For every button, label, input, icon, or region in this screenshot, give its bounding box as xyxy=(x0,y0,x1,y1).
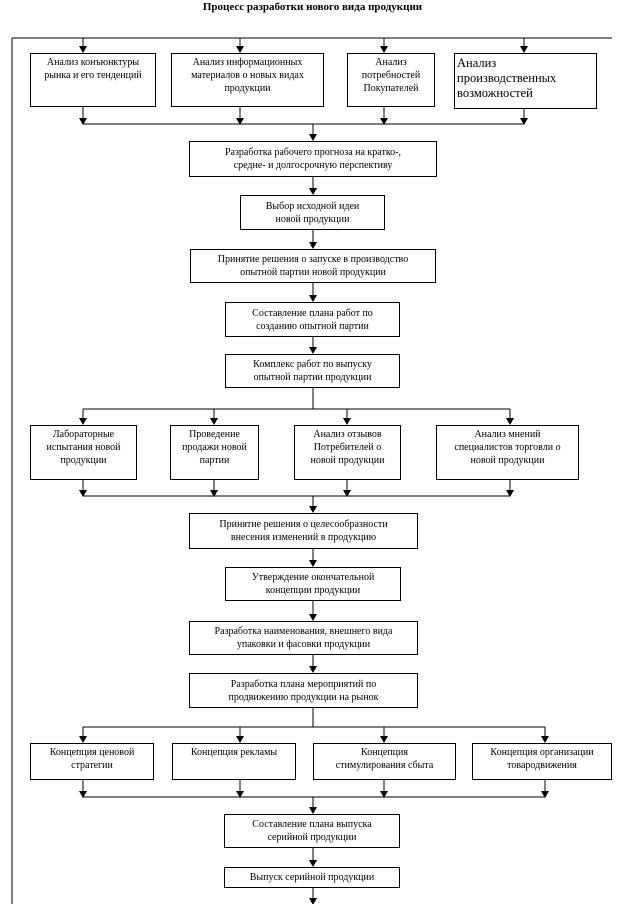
box-consumer-feedback: Анализ отзывов Потребителей о новой прод… xyxy=(294,425,401,480)
box-promotion-plan: Разработка плана мероприятий по продвиже… xyxy=(189,673,418,708)
box-price-concept: Концепция ценовой стратегии xyxy=(30,743,154,780)
box-complex: Комплекс работ по выпуску опытной партии… xyxy=(225,354,400,388)
box-trade-opinions: Анализ мнений специалистов торговли о но… xyxy=(436,425,579,480)
box-ad-concept: Концепция рекламы xyxy=(172,743,296,780)
box-analysis-conjuncture: Анализ конъюнктуры рынка и его тенденций xyxy=(30,53,156,107)
box-final-concept: Утверждение окончательной концепции прод… xyxy=(225,567,401,601)
box-analysis-production: Анализ производственных возможностей xyxy=(454,53,597,109)
box-sales-promo-concept: Концепция стимулирования сбыта xyxy=(313,743,456,780)
box-launch-decision: Принятие решения о запуске в производств… xyxy=(190,249,436,283)
box-naming-packaging: Разработка наименования, внешнего вида у… xyxy=(189,621,418,655)
diagram-title: Процесс разработки нового вида продукции xyxy=(202,1,423,13)
box-trial-sales: Проведение продажи новой партии xyxy=(170,425,259,480)
box-serial-plan: Составление плана выпуска серийной проду… xyxy=(224,814,400,848)
box-idea: Выбор исходной идеи новой продукции xyxy=(240,195,385,230)
box-serial-output: Выпуск серийной продукции xyxy=(224,867,400,888)
box-forecast: Разработка рабочего прогноза на кратко-,… xyxy=(189,141,437,177)
box-analysis-info: Анализ информационных материалов о новых… xyxy=(171,53,324,107)
box-analysis-needs: Анализ потребностей Покупателей xyxy=(347,53,435,107)
box-work-plan: Составление плана работ по созданию опыт… xyxy=(225,302,400,337)
box-lab-tests: Лабораторные испытания новой продукции xyxy=(30,425,137,480)
box-change-decision: Принятие решения о целесообразности внес… xyxy=(189,513,418,549)
box-distribution-concept: Концепция организации товародвижения xyxy=(472,743,612,780)
